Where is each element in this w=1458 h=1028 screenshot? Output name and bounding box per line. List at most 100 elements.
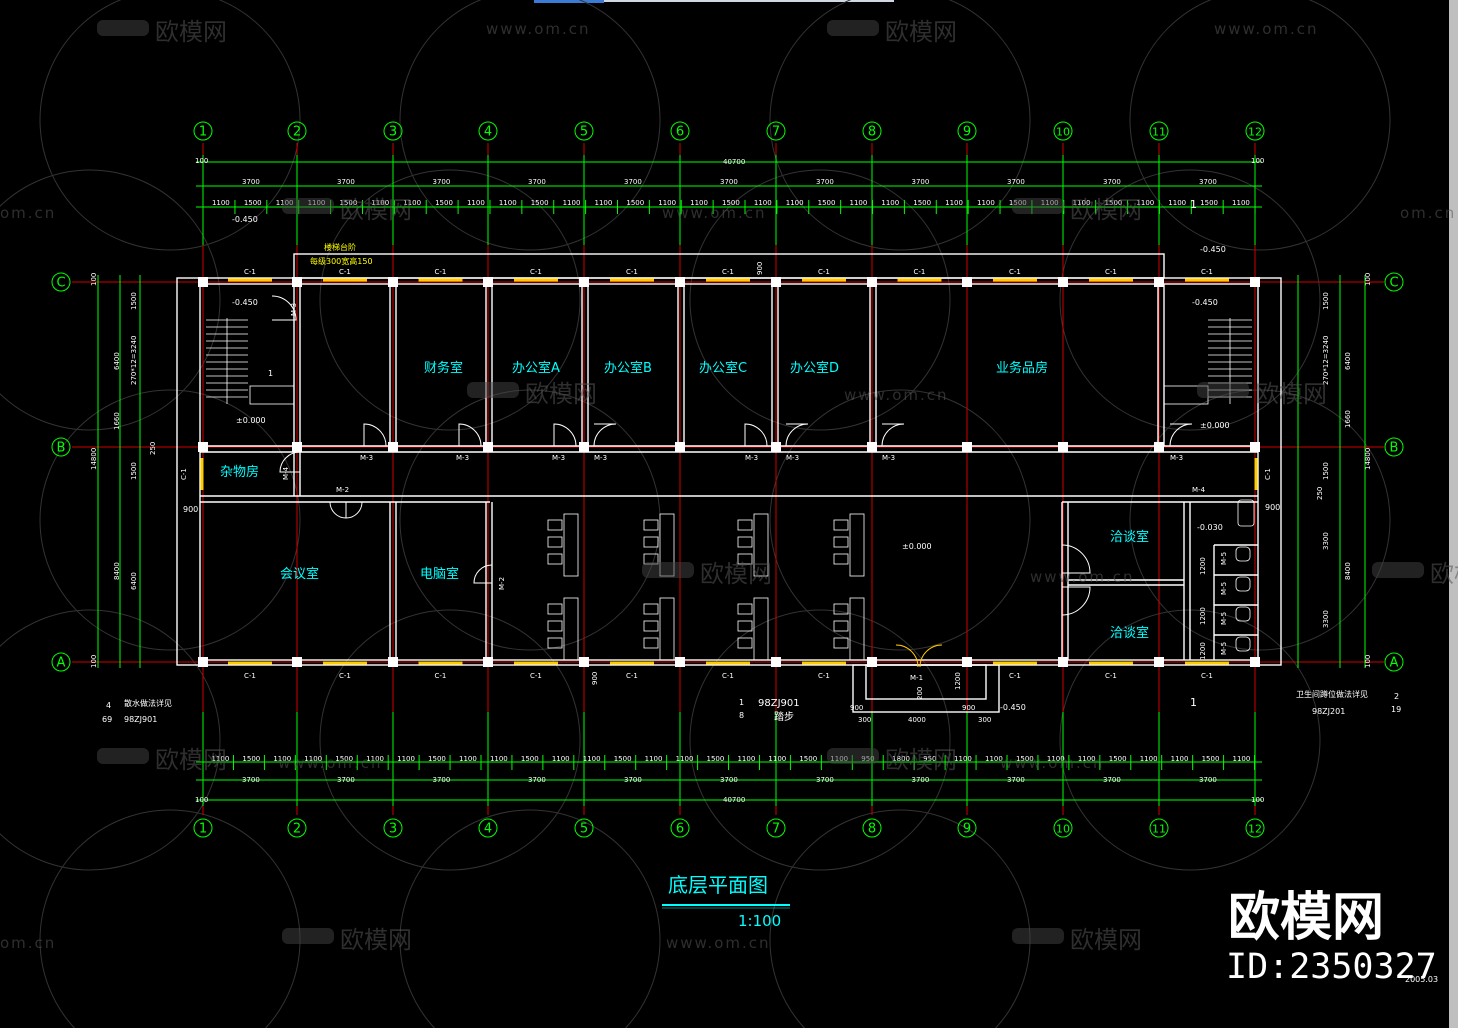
dim-left-sub: 6400	[130, 572, 138, 590]
axis-label-col-7-bottom: 7	[772, 822, 780, 837]
window-label-top: C-1	[339, 268, 351, 276]
window-dim-top: 1500	[722, 199, 740, 207]
chair	[737, 603, 753, 615]
column-B-967	[962, 442, 972, 452]
door-swing-office-d	[785, 423, 809, 447]
window-dim-bottom: 1100	[552, 755, 570, 763]
bay-dim-top: 3700	[528, 178, 546, 186]
bay-dim-bottom: 3700	[1103, 776, 1121, 784]
toilet-fixture	[1235, 546, 1251, 562]
watermark-circle	[1059, 169, 1321, 431]
column-B-776	[771, 442, 781, 452]
window-dim-bottom: 1500	[1109, 755, 1127, 763]
dim-toilet-sub: 1200	[1199, 557, 1207, 575]
dim-toilet-sub: 1200	[1199, 642, 1207, 660]
window-dim-top: 1100	[850, 199, 868, 207]
column-A-967	[962, 657, 972, 667]
room-meeting: 会议室	[280, 566, 319, 582]
column-B-584	[579, 442, 589, 452]
axis-bubble-col-7-top	[766, 121, 786, 141]
axis-label-col-2-bottom: 2	[293, 822, 301, 837]
axis-bubble-col-4-top	[478, 121, 498, 141]
axis-bubble-col-9-bottom	[957, 818, 977, 838]
watermark-circles	[0, 0, 1391, 1028]
axis-label-col-12-bottom: 12	[1248, 823, 1262, 836]
desk	[849, 597, 865, 661]
dim-right-8400: 8400	[1344, 562, 1352, 580]
axis-bubble-row-C-left	[51, 272, 71, 292]
axis-label-col-11-top: 11	[1152, 126, 1166, 139]
window-dim-top: 1500	[626, 199, 644, 207]
watermark-circle	[0, 169, 221, 431]
axis-bubble-col-10-top	[1053, 121, 1073, 141]
axis-label-row-A-left: A	[57, 656, 66, 671]
door-label-m3-3: M-3	[552, 454, 565, 462]
room-storage: 杂物房	[220, 464, 259, 480]
elev-top-left: -0.450	[232, 215, 258, 224]
axis-label-col-8-top: 8	[868, 125, 876, 140]
window-label-top: C-1	[244, 268, 256, 276]
chair	[643, 620, 659, 632]
toilet-code-2: 19	[1391, 705, 1401, 714]
column-C-680	[675, 277, 685, 287]
window-dim-top: 1500	[1105, 199, 1123, 207]
overall-dim-top: 40700	[723, 158, 745, 166]
axis-label-col-10-top: 10	[1056, 126, 1070, 139]
entrance-dim: 900	[850, 704, 863, 712]
window-dim-bottom: 1500	[335, 755, 353, 763]
column-B-1255	[1250, 442, 1260, 452]
column-C-967	[962, 277, 972, 287]
chair	[833, 620, 849, 632]
door-label-toilet: M-5	[1220, 642, 1228, 655]
axis-bubble-col-5-top	[574, 121, 594, 141]
window-label-bottom: C-1	[818, 672, 830, 680]
chair	[547, 553, 563, 565]
chair	[643, 519, 659, 531]
axis-bubble-row-B-right	[1384, 437, 1404, 457]
axis-bubble-row-A-left	[51, 652, 71, 672]
window-dim-bottom: 1500	[799, 755, 817, 763]
window-label-right: C-1	[1264, 468, 1272, 480]
chair	[737, 536, 753, 548]
room-business: 业务品房	[996, 360, 1048, 376]
window-dim-top: 1100	[977, 199, 995, 207]
window-label-top: C-1	[530, 268, 542, 276]
watermark-circle	[39, 0, 301, 251]
bay-dim-top: 3700	[816, 178, 834, 186]
window-dim-bottom: 1500	[521, 755, 539, 763]
door-labels: M-3 M-3 M-3 M-3 M-3 M-3 M-3 M-3 M-2 M-4 …	[336, 454, 1206, 682]
window-dim-top: 1100	[690, 199, 708, 207]
door-label-toilet: M-5	[1220, 612, 1228, 625]
door-swing-talk2	[1061, 586, 1091, 616]
bay-dim-top: 3700	[1103, 178, 1121, 186]
room-office-b: 办公室B	[604, 360, 652, 376]
watermark-circle	[1129, 0, 1391, 251]
window-dim-bottom: 1100	[583, 755, 601, 763]
window-dim-bottom: 1100	[1078, 755, 1096, 763]
toilet-ref: 98ZJ201	[1312, 707, 1345, 716]
selection-bar	[534, 0, 604, 3]
chair	[547, 637, 563, 649]
axis-label-row-C-left: C	[56, 276, 65, 291]
drawing-title: 底层平面图	[668, 873, 768, 897]
window-label-top: C-1	[435, 268, 447, 276]
window-label-top: C-1	[722, 268, 734, 276]
window-dim-bottom: 1100	[1047, 755, 1065, 763]
scrollbar[interactable]	[1449, 0, 1458, 1028]
window-label-top: C-1	[1105, 268, 1117, 276]
window-dim-top: 1100	[754, 199, 772, 207]
window-dim-top: 1100	[563, 199, 581, 207]
door-label-toilet: M-5	[1220, 582, 1228, 595]
elev-toilet: -0.030	[1197, 523, 1223, 532]
dim-right-sub: 1500	[1322, 292, 1330, 310]
column-B-1159	[1154, 442, 1164, 452]
axis-bubble-col-11-top	[1149, 121, 1169, 141]
elev-top-right: -0.450	[1200, 245, 1226, 254]
axis-label-col-3-top: 3	[389, 125, 397, 140]
room-labels: 财务室 办公室A 办公室B 办公室C 办公室D 业务品房 杂物房 会议室 电脑室…	[220, 360, 1149, 641]
watermark-logo-icon	[827, 20, 879, 36]
offset-dim-top-right: 100	[1251, 157, 1264, 165]
entrance-steps	[852, 664, 1000, 713]
